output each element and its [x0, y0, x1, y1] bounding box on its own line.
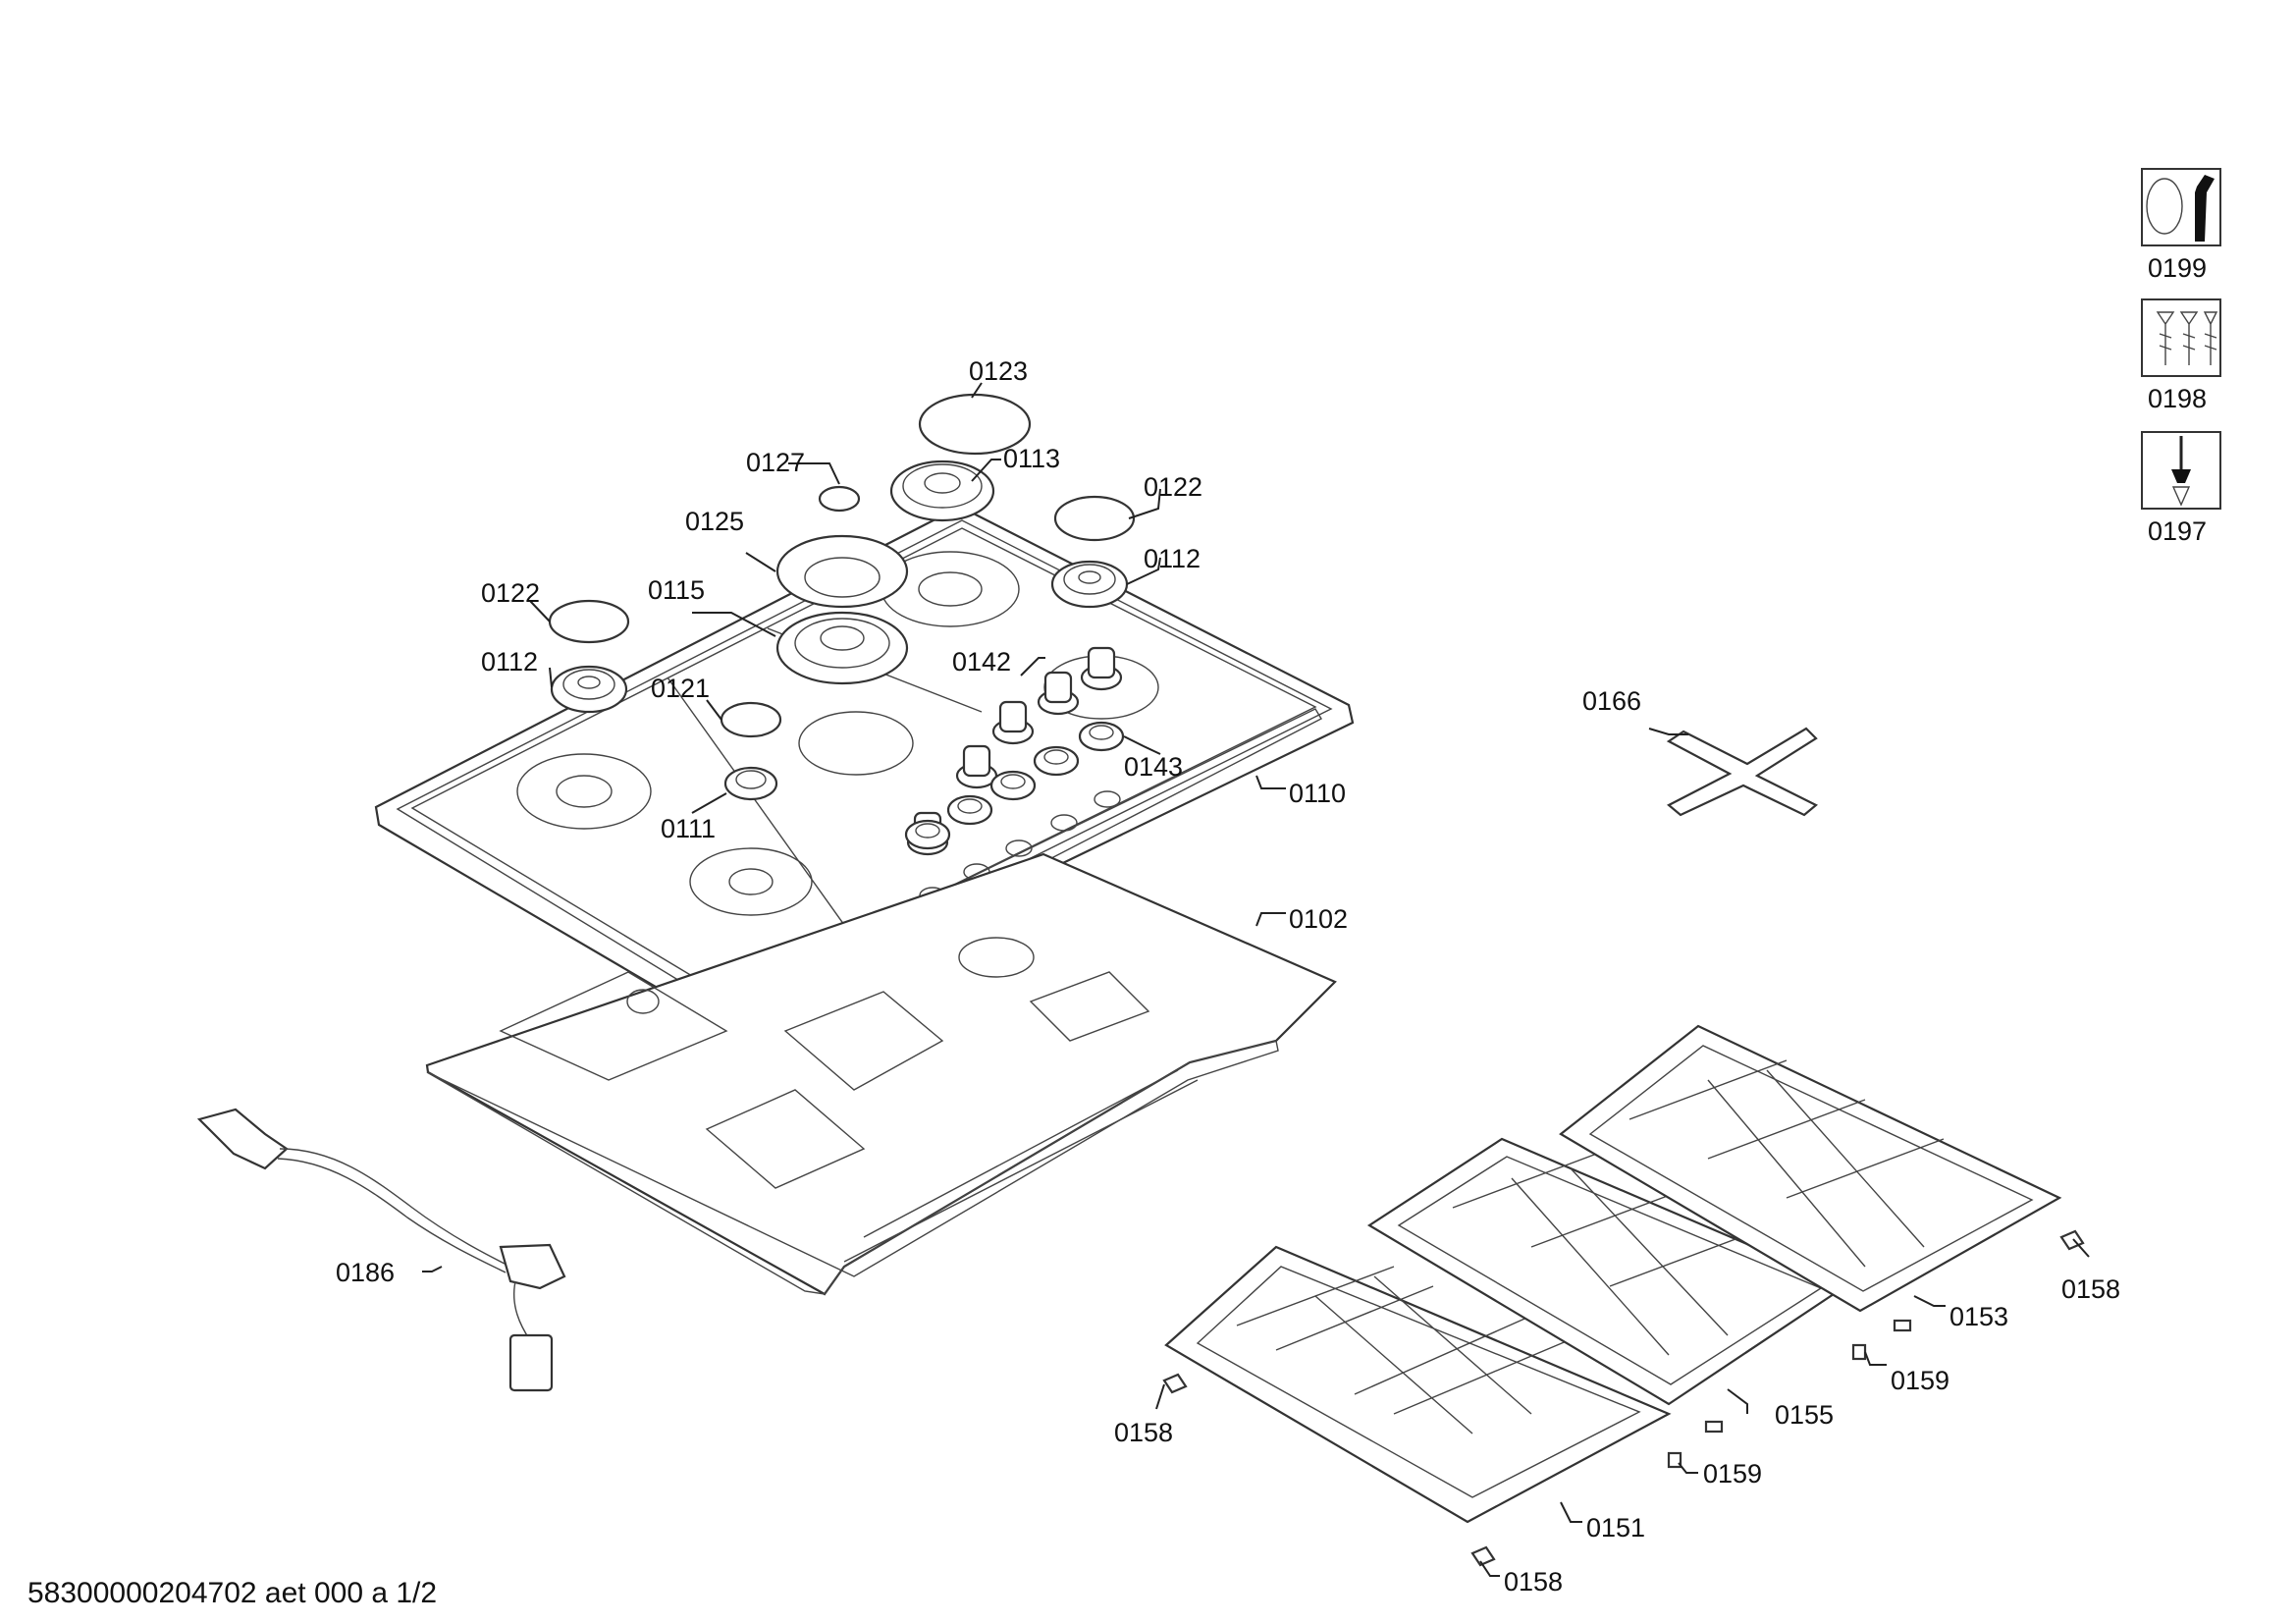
label-0115: 0115 [648, 575, 705, 605]
label-0102: 0102 [1289, 904, 1348, 934]
label-0125: 0125 [685, 507, 744, 536]
label-0158-right: 0158 [2061, 1274, 2120, 1304]
label-0112-left: 0112 [481, 647, 538, 677]
pan-support-0153 [1559, 1024, 2062, 1313]
label-0110: 0110 [1289, 779, 1346, 808]
label-0199: 0199 [2148, 253, 2207, 283]
label-0197: 0197 [2148, 516, 2207, 546]
callout-labels: 0123 0127 0113 0122 0125 0112 0122 0115 … [336, 253, 2207, 1597]
label-0111: 0111 [661, 814, 716, 843]
leader-lines [422, 382, 2090, 1577]
wok-adapter-0166 [1666, 727, 1818, 817]
knob [1080, 646, 1123, 691]
label-0127: 0127 [746, 448, 805, 477]
knob [991, 700, 1035, 745]
knob [1037, 671, 1080, 716]
label-0158-left: 0158 [1114, 1418, 1173, 1447]
label-0153: 0153 [1949, 1302, 2008, 1331]
burners [550, 460, 1129, 801]
pan-support-0151 [1164, 1245, 1672, 1524]
tool-box-screws-icon [2141, 298, 2221, 377]
label-0143: 0143 [1124, 752, 1183, 782]
label-0158-bottom: 0158 [1504, 1567, 1563, 1597]
label-0186: 0186 [336, 1258, 395, 1287]
hob-tray [425, 852, 1337, 1296]
label-0122-right: 0122 [1144, 472, 1202, 502]
label-0198: 0198 [2148, 384, 2207, 413]
label-0123: 0123 [969, 356, 1028, 386]
tool-box-wrench-icon [2141, 168, 2221, 246]
label-0159-a: 0159 [1891, 1366, 1949, 1395]
label-0166: 0166 [1582, 686, 1641, 716]
power-cable [196, 1108, 566, 1392]
label-0112-right: 0112 [1144, 544, 1201, 573]
label-0151: 0151 [1586, 1513, 1645, 1543]
tool-box-screwdriver-icon [2141, 431, 2221, 510]
label-0113: 0113 [1003, 444, 1060, 473]
small-clips [1667, 1319, 1912, 1469]
knob-rings [904, 721, 1125, 850]
burner-caps [548, 393, 1136, 738]
label-0122-left: 0122 [481, 578, 540, 608]
label-0155: 0155 [1775, 1400, 1834, 1430]
label-0121: 0121 [651, 674, 710, 703]
label-0142: 0142 [952, 647, 1011, 677]
knob [955, 744, 998, 789]
label-0159-b: 0159 [1703, 1459, 1762, 1489]
document-footer: 58300000204702 aet 000 a 1/2 [27, 1577, 437, 1609]
